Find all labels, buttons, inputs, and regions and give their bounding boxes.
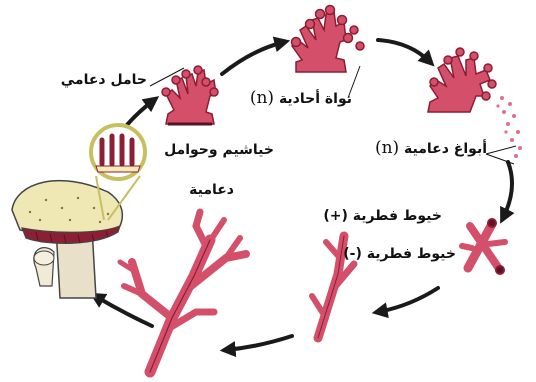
haploid-nucleus-cluster-icon — [292, 6, 365, 73]
spore-dots — [496, 96, 522, 158]
label-haploid-n-2: (n) — [375, 138, 399, 158]
label-haploid-n-1: (n) — [250, 88, 274, 108]
spore-pointer-line-1 — [486, 146, 516, 154]
label-basidium-bearer: حامل دعامي — [61, 72, 147, 89]
mushroom-icon — [12, 181, 122, 298]
label-gills-basidia-line1: خياشيم وحوامل — [164, 142, 274, 159]
label-hyphae-plus: خيوط فطرية (+) — [323, 208, 442, 225]
arrow-1 — [222, 42, 284, 74]
arrow-5 — [226, 336, 292, 350]
label-gills-basidia-line2: دعامية — [189, 182, 234, 199]
fusing-hyphae-icon — [462, 219, 505, 274]
arrow-6 — [95, 296, 152, 326]
label-hyphae-minus: خيوط فطرية (-) — [343, 246, 456, 263]
arrow-7 — [126, 100, 154, 126]
label-haploid-nucleus-text: نواة أحادية — [279, 91, 352, 107]
spore-pointer-line-2 — [486, 154, 514, 164]
arrow-3 — [503, 162, 512, 218]
label-haploid-nucleus: نواة أحادية (n) — [250, 88, 352, 108]
label-basidiospores-text: أبواغ دعامية — [404, 141, 487, 157]
arrow-2 — [378, 40, 430, 62]
label-basidiospores: أبواغ دعامية (n) — [375, 138, 487, 158]
spore-releasing-basidium-icon — [428, 48, 496, 112]
arrow-4 — [378, 288, 438, 312]
